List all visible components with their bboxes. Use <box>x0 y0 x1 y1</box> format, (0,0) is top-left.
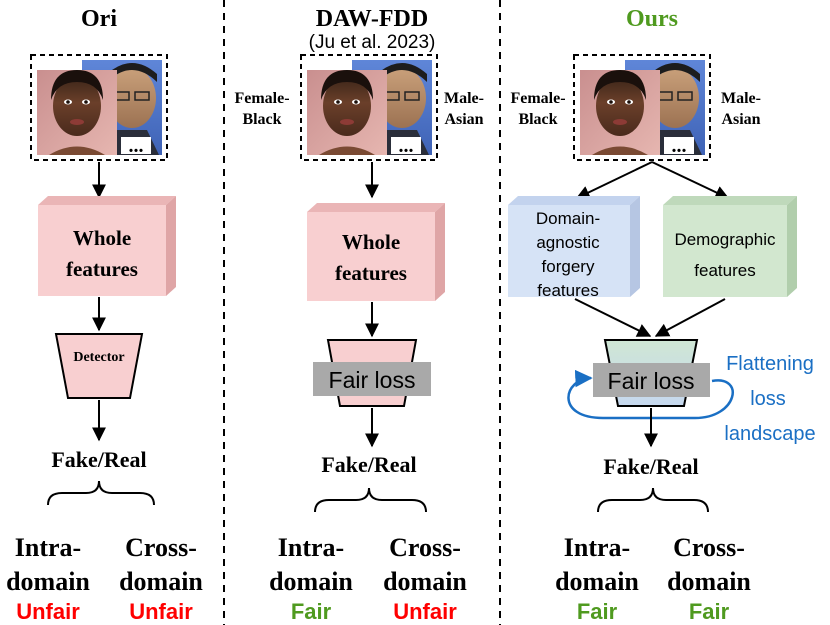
ori-cross-status: Unfair <box>129 599 193 624</box>
ours-intra-l1: Intra- <box>564 533 630 562</box>
ours-output: Fake/Real <box>603 454 698 479</box>
daw-female-l2: Black <box>242 111 281 128</box>
ori-column: Ori ... Whole features Detector Fake/Rea… <box>6 6 203 624</box>
daw-intra-l2: domain <box>269 567 353 596</box>
ours-brace <box>597 487 709 513</box>
ours-flatten-loop-arrow <box>567 369 734 420</box>
ours-female-l1: Female- <box>510 90 565 107</box>
ours-agnostic-l1: Domain- <box>536 209 600 228</box>
ori-detector-label: Detector <box>73 350 124 365</box>
daw-fair-loss-box <box>313 362 431 396</box>
ours-demographic-box <box>663 196 797 297</box>
daw-intra-l1: Intra- <box>278 533 344 562</box>
daw-image-frame <box>300 54 438 161</box>
daw-title: DAW-FDD <box>316 6 428 32</box>
ours-image-frame <box>573 54 711 161</box>
ori-cross-l1: Cross- <box>125 533 197 562</box>
daw-cross-l2: domain <box>383 567 467 596</box>
ours-flatten-l1: Flattening <box>726 353 814 375</box>
daw-subtitle: (Ju et al. 2023) <box>309 32 436 53</box>
ours-ellipsis-bg <box>664 137 694 154</box>
daw-intra-status: Fair <box>291 599 332 624</box>
daw-male-l1: Male- <box>444 90 484 107</box>
ori-detector-shape <box>54 333 144 399</box>
ours-title: Ours <box>626 6 678 32</box>
ours-demo-l1: Demographic <box>674 230 776 249</box>
daw-ellipsis-bg <box>391 137 421 154</box>
ori-ellipsis: ... <box>129 135 144 157</box>
ours-fair-loss-box <box>593 363 710 397</box>
ours-male-l1: Male- <box>721 90 761 107</box>
ori-image-frame <box>30 54 168 161</box>
daw-cross-l1: Cross- <box>389 533 461 562</box>
daw-cross-status: Unfair <box>393 599 457 624</box>
ours-agnostic-box <box>508 196 640 297</box>
daw-features-line1: Whole <box>342 230 400 254</box>
ours-column: Ours Female- Black Male- Asian ... Domai… <box>508 6 816 624</box>
daw-column: DAW-FDD (Ju et al. 2023) Female- Black M… <box>234 6 484 624</box>
ours-intra-status: Fair <box>577 599 618 624</box>
ori-brace <box>47 480 155 506</box>
ori-output: Fake/Real <box>51 447 146 472</box>
daw-male-l2: Asian <box>444 111 483 128</box>
ours-arrow-merge-left <box>574 298 652 337</box>
ours-female-l2: Black <box>518 111 557 128</box>
ours-agnostic-l3: forgery <box>542 257 595 276</box>
ours-arrow-left <box>575 161 653 199</box>
ours-agnostic-l2: agnostic <box>536 233 600 252</box>
daw-whole-features-box <box>307 203 445 301</box>
ours-cross-l2: domain <box>667 567 751 596</box>
daw-fair-loss: Fair loss <box>329 367 416 393</box>
ours-fair-loss: Fair loss <box>608 368 695 394</box>
daw-female-l1: Female- <box>234 90 289 107</box>
ori-whole-features-box <box>38 196 176 296</box>
ours-agnostic-l4: features <box>537 281 598 300</box>
ours-arrow-right <box>651 161 730 199</box>
ours-cross-l1: Cross- <box>673 533 745 562</box>
daw-output: Fake/Real <box>321 452 416 477</box>
ours-flatten-l2: loss <box>750 388 786 410</box>
ours-arrow-merge-right <box>654 298 726 337</box>
daw-brace <box>314 487 427 513</box>
ours-demo-l2: features <box>694 261 755 280</box>
ori-features-line1: Whole <box>73 226 131 250</box>
daw-features-line2: features <box>335 261 407 285</box>
ori-intra-l1: Intra- <box>15 533 81 562</box>
ours-flatten-l3: landscape <box>724 423 815 445</box>
ori-ellipsis-bg <box>121 137 151 154</box>
ours-ellipsis: ... <box>672 135 687 157</box>
ori-intra-status: Unfair <box>16 599 80 624</box>
ori-cross-l2: domain <box>119 567 203 596</box>
ori-features-line2: features <box>66 257 138 281</box>
ours-cross-status: Fair <box>689 599 730 624</box>
ours-intra-l2: domain <box>555 567 639 596</box>
ori-intra-l2: domain <box>6 567 90 596</box>
daw-ellipsis: ... <box>399 135 414 157</box>
ours-male-l2: Asian <box>721 111 760 128</box>
ori-title: Ori <box>81 6 117 32</box>
